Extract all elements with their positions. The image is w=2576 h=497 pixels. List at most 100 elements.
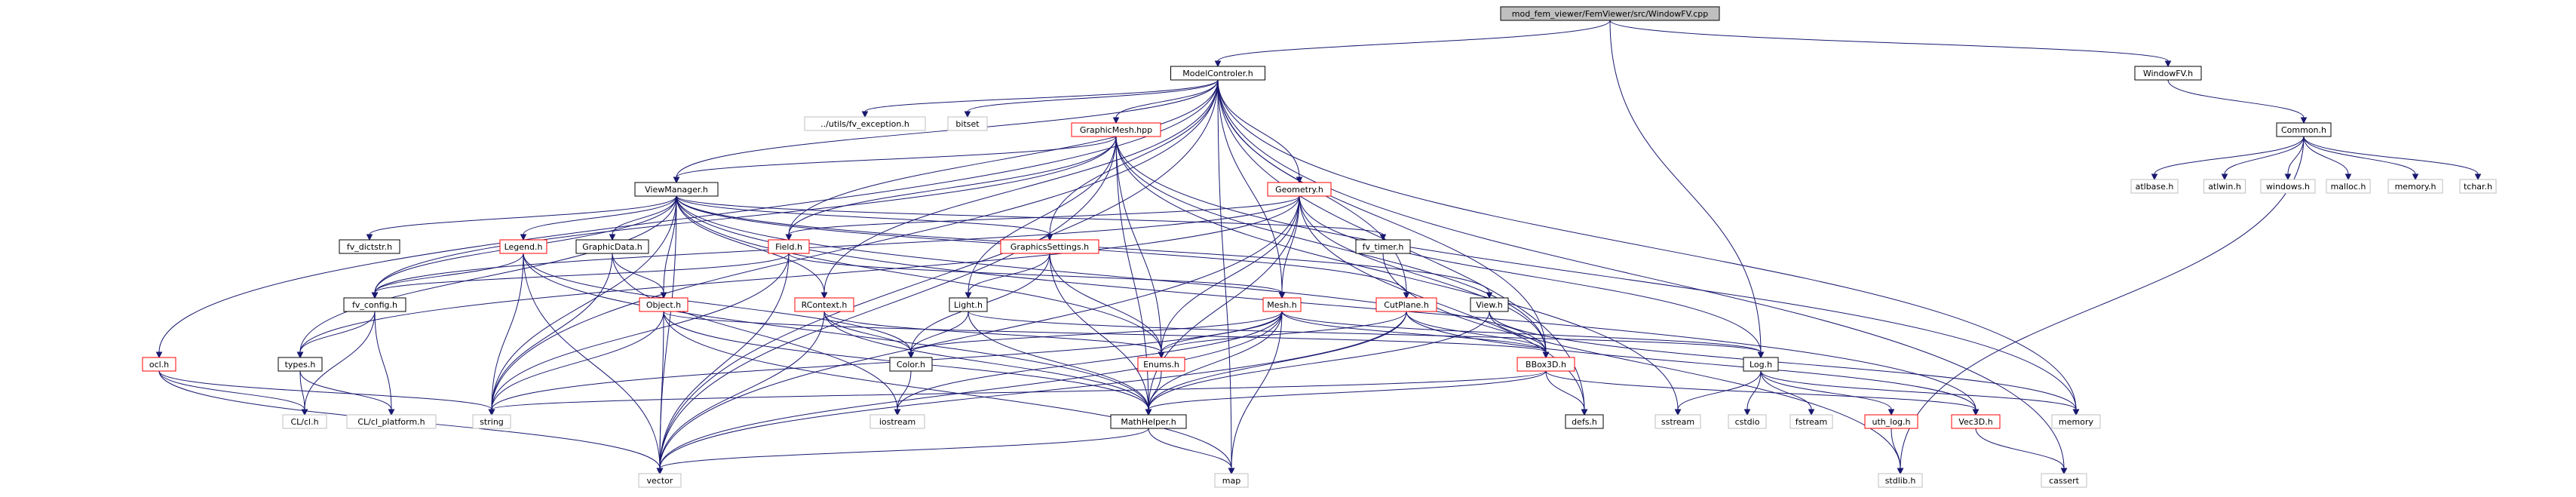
node-windowfv[interactable]: WindowFV.h <box>2134 66 2202 81</box>
edge-arrowhead <box>2221 173 2228 181</box>
edge-line <box>1677 370 1762 410</box>
edge-line <box>374 136 1117 293</box>
edge-ModelControler-to-cassert <box>1217 79 2068 475</box>
node-box <box>947 116 988 131</box>
edge-line <box>612 253 898 410</box>
node-common[interactable]: Common.h <box>2276 122 2332 137</box>
edge-root-to-WindowFV <box>1609 20 2172 68</box>
node-box <box>639 297 688 312</box>
node-box <box>499 239 547 254</box>
node-fv-dictstr[interactable]: fv_dictstr.h <box>339 239 400 254</box>
node-box <box>1137 357 1185 372</box>
node-cutplane[interactable]: CutPlane.h <box>1375 297 1437 312</box>
edge-fv_timer-to-stdlib <box>1382 253 1904 475</box>
edge-Mesh-to-Log <box>1281 311 1765 359</box>
edge-Geometry-to-defs <box>1299 195 1588 416</box>
node-color[interactable]: Color.h <box>889 357 933 372</box>
edge-arrowhead <box>660 292 667 299</box>
edge-Log-to-memory <box>1760 370 2080 416</box>
node-graphicmesh[interactable]: GraphicMesh.hpp <box>1071 122 1161 137</box>
node-rcontext[interactable]: RContext.h <box>794 297 854 312</box>
edge-line <box>1217 79 2077 410</box>
node-label: iostream <box>879 417 915 427</box>
edge-GraphicMesh-to-Enums <box>1115 136 1165 359</box>
edge-ocl-to-string <box>158 370 495 416</box>
node-defs[interactable]: defs.h <box>1565 414 1604 429</box>
edge-Common-to-afxbase <box>2151 136 2305 181</box>
edge-line <box>663 195 677 293</box>
node-box <box>472 414 511 429</box>
edge-CutPlane-to-vector <box>656 311 1407 475</box>
edge-line <box>1489 311 1547 353</box>
node-light[interactable]: Light.h <box>949 297 988 312</box>
edge-line <box>788 253 1283 293</box>
edge-line <box>1299 195 1547 353</box>
edge-line <box>968 311 1149 410</box>
node-bbox3d[interactable]: BBox3D.h <box>1516 357 1575 372</box>
node-label: atlbase.h <box>2136 182 2174 192</box>
node-geometry[interactable]: Geometry.h <box>1267 182 1332 197</box>
edge-ViewManager-to-RContext <box>676 195 828 299</box>
edge-line <box>1281 195 1300 293</box>
node-label: Light.h <box>954 300 983 310</box>
node-object[interactable]: Object.h <box>639 297 688 312</box>
node-field[interactable]: Field.h <box>768 239 810 254</box>
edge-types-to-CLplatform <box>299 370 395 416</box>
node-label: map <box>1222 476 1240 486</box>
node-label: fv_config.h <box>352 300 397 310</box>
node-box <box>1951 414 2001 429</box>
node-cstdio: cstdio <box>1728 414 1767 429</box>
node-types[interactable]: types.h <box>278 357 323 372</box>
node-vec3d[interactable]: Vec3D.h <box>1951 414 2001 429</box>
node-fv-timer[interactable]: fv_timer.h <box>1355 239 1411 254</box>
node-malloc: malloc.h <box>2326 179 2371 194</box>
node-label: GraphicMesh.hpp <box>1080 125 1152 135</box>
node-cassert: cassert <box>2041 473 2087 488</box>
edge-line <box>676 195 1384 235</box>
edge-line <box>1975 428 2065 469</box>
edge-line <box>2303 136 2416 175</box>
node-enums[interactable]: Enums.h <box>1137 357 1185 372</box>
edge-line <box>1148 428 1232 469</box>
node-label: types.h <box>285 360 316 370</box>
edge-line <box>304 311 376 410</box>
node-box <box>794 297 854 312</box>
node-box <box>1214 473 1249 488</box>
node-legend[interactable]: Legend.h <box>499 239 547 254</box>
node-view[interactable]: View.h <box>1470 297 1509 312</box>
edge-line <box>1382 253 1901 469</box>
edge-line <box>491 253 613 410</box>
edge-arrowhead <box>1888 409 1895 416</box>
node-ocl[interactable]: ocl.h <box>142 357 176 372</box>
edge-arrowhead <box>1542 351 1550 359</box>
edge-arrowhead <box>1581 409 1588 416</box>
node-log[interactable]: Log.h <box>1743 357 1779 372</box>
node-graphicdata[interactable]: GraphicData.h <box>575 239 649 254</box>
edge-line <box>299 195 1300 353</box>
edge-line <box>1545 370 1976 410</box>
node-graphicssettings[interactable]: GraphicsSettings.h <box>1000 239 1099 254</box>
node-viewmanager[interactable]: ViewManager.h <box>634 182 719 197</box>
edge-line <box>897 311 1283 410</box>
edge-RContext-to-Color <box>823 311 915 359</box>
node-fv-config[interactable]: fv_config.h <box>343 297 406 312</box>
edge-arrowhead <box>1278 292 1286 299</box>
node-modelcontroler[interactable]: ModelControler.h <box>1170 66 1265 81</box>
edge-line <box>523 253 1149 410</box>
node-uth-log[interactable]: uth_log.h <box>1864 414 1918 429</box>
edge-line <box>1148 311 1407 410</box>
edge-line <box>523 195 677 235</box>
node-box <box>1071 122 1161 137</box>
node-mesh[interactable]: Mesh.h <box>1262 297 1302 312</box>
edge-fv_config-to-types <box>296 311 376 359</box>
edge-line <box>1900 136 2305 469</box>
edge-line <box>1115 136 2077 410</box>
edge-line <box>1760 370 1812 410</box>
node-box <box>2326 179 2371 194</box>
edge-line <box>1161 311 1407 353</box>
edge-arrowhead <box>2300 117 2308 124</box>
edge-line <box>612 253 664 293</box>
node-label: cassert <box>2049 476 2080 486</box>
node-label: Object.h <box>646 300 681 310</box>
node-mathhelper[interactable]: MathHelper.h <box>1110 414 1187 429</box>
